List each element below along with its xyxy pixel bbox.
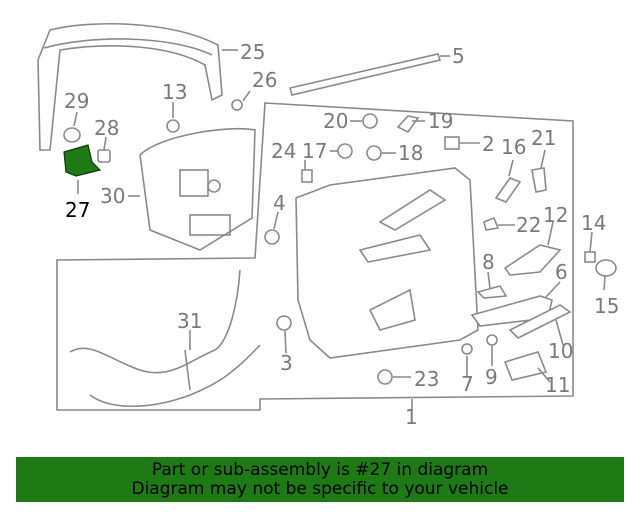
label-15: 15 [594, 294, 619, 318]
part-27-bracket-highlighted [63, 144, 102, 177]
label-9: 9 [485, 365, 498, 389]
part-28-bolt [97, 149, 111, 163]
door-trim-panel [295, 167, 479, 359]
part-9-bolt [486, 334, 498, 346]
label-17: 17 [302, 139, 327, 163]
info-banner: Part or sub-assembly is #27 in diagram D… [16, 457, 624, 502]
label-11: 11 [545, 373, 570, 397]
part-26-clip [231, 99, 243, 111]
label-14: 14 [581, 211, 606, 235]
part-20-nut [362, 113, 378, 129]
part-13-grommet [166, 119, 180, 133]
part-23-grommet [377, 369, 393, 385]
label-30: 30 [100, 184, 125, 208]
label-12: 12 [543, 203, 568, 227]
info-line-2: Diagram may not be specific to your vehi… [131, 479, 509, 499]
door-assembly-outline [56, 102, 574, 411]
part-7-grommet [461, 343, 473, 355]
info-line-1: Part or sub-assembly is #27 in diagram [151, 460, 489, 480]
part-11-switch [503, 351, 548, 381]
part-4-grommet [264, 229, 280, 245]
part-30-module [139, 127, 256, 251]
label-8: 8 [482, 250, 495, 274]
part-29-grommet [63, 127, 81, 143]
part-12-handle [503, 244, 562, 276]
label-21: 21 [531, 126, 556, 150]
part-31-harness [69, 269, 261, 407]
label-25: 25 [240, 40, 265, 64]
label-27: 27 [65, 198, 90, 222]
label-26: 26 [252, 68, 277, 92]
part-25-frame [37, 22, 223, 151]
label-5: 5 [452, 44, 465, 68]
label-16: 16 [501, 135, 526, 159]
part-8-bracket [476, 285, 508, 299]
label-28: 28 [94, 116, 119, 140]
part-16-bezel [494, 177, 522, 203]
part-17-nut [337, 143, 353, 159]
part-18-nut [366, 145, 382, 161]
label-2: 2 [482, 132, 495, 156]
label-20: 20 [323, 109, 348, 133]
label-10: 10 [548, 339, 573, 363]
label-19: 19 [428, 109, 453, 133]
label-24: 24 [271, 139, 296, 163]
part-14-screw [584, 251, 596, 263]
label-22: 22 [516, 213, 541, 237]
part-19-handle [396, 115, 420, 134]
label-7: 7 [461, 372, 474, 396]
part-21-switch [531, 167, 547, 193]
part-2-clip [444, 136, 460, 150]
label-6: 6 [555, 260, 568, 284]
part-22-clip [483, 216, 500, 231]
part-10-strip [508, 304, 572, 339]
part-15-cover [595, 259, 617, 277]
label-29: 29 [64, 89, 89, 113]
parts-diagram: 25 5 13 26 29 28 27 30 20 19 24 17 18 2 … [37, 22, 619, 429]
part-24-pin [301, 169, 313, 183]
label-3: 3 [280, 351, 293, 375]
label-1: 1 [405, 405, 418, 429]
part-5-strip [288, 53, 442, 96]
label-4: 4 [273, 191, 286, 215]
label-23: 23 [414, 367, 439, 391]
label-31: 31 [177, 309, 202, 333]
label-13: 13 [162, 80, 187, 104]
label-18: 18 [398, 141, 423, 165]
leader-lines [73, 49, 606, 410]
part-3-grommet [276, 315, 292, 331]
